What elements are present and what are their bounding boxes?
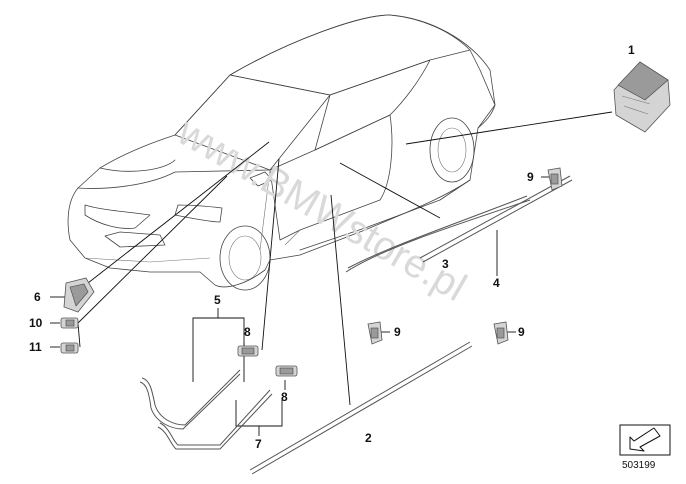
leader-lines [50,111,613,436]
watermark-text: www.BMWstore.pl [170,109,474,310]
kidney-grille [104,231,166,248]
antenna-3-cable [345,199,531,273]
leader-10 [77,175,228,324]
reference-number: 503199 [622,460,656,471]
door [269,114,393,241]
antenna-7-cable [159,389,271,446]
callout-5: 5 [214,293,221,307]
cover-part-6 [63,277,95,313]
callout-1: 1 [628,43,635,57]
sensor-part-11 [60,342,79,354]
callout-4: 4 [493,276,500,290]
callout-3: 3 [442,257,449,271]
door-seam [284,229,301,246]
front-wheel-rim [228,235,262,281]
clip-part-9b [367,321,383,345]
leader-5-bracket [192,317,245,382]
clip-part-9a [547,167,563,191]
callout-9c: 9 [518,325,525,339]
clip-part-9c [493,321,509,345]
rear-wheel-rim [437,127,467,173]
leader-3 [339,162,441,219]
rear-pillar [469,49,496,129]
callout-9a: 9 [527,170,534,184]
car-body [67,14,496,288]
parts [60,61,671,377]
roof [229,14,471,96]
callouts: 1 2 3 4 5 6 7 8 8 9 9 9 10 11 [29,43,635,451]
callout-2: 2 [365,431,372,445]
antenna-2-cable-inner [251,345,473,475]
leader-7-bracket [235,400,283,427]
connector-part-8b [275,365,298,377]
rear-wheel [429,117,475,183]
antenna-5-cable [141,369,241,426]
hood-line [77,169,271,189]
leader-6 [87,141,270,284]
headlight-left [84,204,151,229]
side-sill [299,179,471,251]
control-unit-part-1 [613,61,671,133]
arrow-down-left-icon [629,427,661,452]
callout-8b: 8 [281,390,288,404]
callout-11: 11 [29,340,42,354]
antenna-4-cable [419,175,571,259]
front-wheel [219,225,271,291]
antenna-7-cable-inner [157,393,273,450]
leader-2 [330,194,351,406]
callout-8a: 8 [244,325,251,339]
a-pillar-seam [259,169,271,251]
callout-9b: 9 [394,325,401,339]
leader-1 [405,111,613,145]
front-bumper [84,257,211,263]
side-window [314,59,431,151]
reference-box: 503199 [619,424,671,471]
antenna-2-cable [249,341,471,471]
headlight-right [174,204,223,223]
callout-6: 6 [34,290,41,304]
leader-11 [77,322,81,348]
leader-8a [261,158,280,351]
callout-10: 10 [29,316,43,330]
sensor-part-10 [60,317,79,329]
antenna-5-cable-inner [139,373,241,430]
side-mirror [249,171,273,187]
antenna-4-cable-inner [422,179,573,263]
hood-crease [99,159,176,172]
antenna-cables [139,175,573,475]
callout-7: 7 [255,437,262,451]
antenna-3-cable-inner [347,195,528,269]
connector-part-8a [237,345,259,357]
